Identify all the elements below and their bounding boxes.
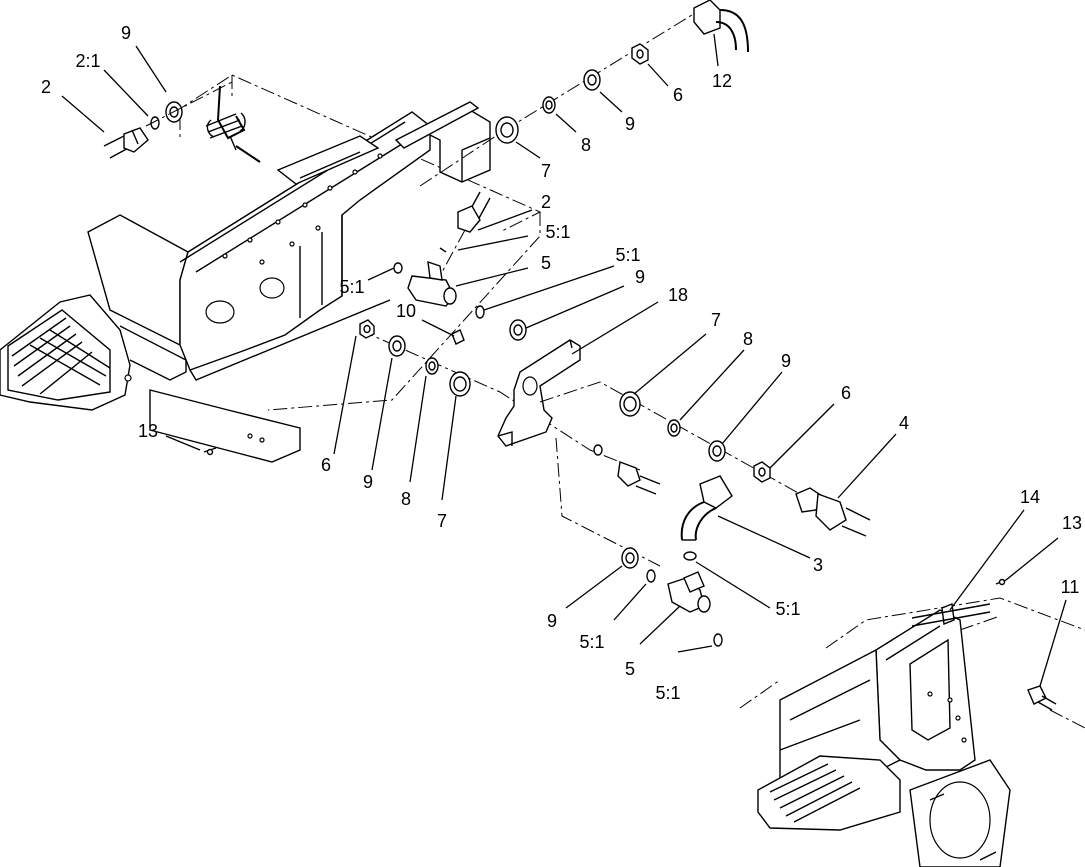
fitting-2-top-left <box>103 127 149 159</box>
callout-4: 4 <box>899 413 909 433</box>
right-frame-assembly <box>739 578 1085 867</box>
leader-lines <box>61 33 1067 687</box>
callout-labels: 2 2:1 9 7 8 9 6 12 2 5:1 5 5:1 5:1 9 10 … <box>41 23 1082 703</box>
callout-5-1-lower-left: 5:1 <box>579 632 604 652</box>
callout-5-1-center-right: 5:1 <box>615 245 640 265</box>
callout-8-top: 8 <box>581 135 591 155</box>
callout-7-top: 7 <box>541 161 551 181</box>
callout-7-left: 7 <box>437 511 447 531</box>
bolt-13-left <box>203 447 217 456</box>
callout-12-top: 12 <box>712 71 732 91</box>
callout-10: 10 <box>396 301 416 321</box>
callout-5-lower: 5 <box>625 659 635 679</box>
callout-14: 14 <box>1020 487 1040 507</box>
callout-5-center: 5 <box>541 253 551 273</box>
callout-13-right: 13 <box>1062 513 1082 533</box>
callout-6-top: 6 <box>673 85 683 105</box>
elbow-3-and-tee-5 <box>555 437 733 647</box>
callout-13-left: 13 <box>138 421 158 441</box>
left-frame-assembly <box>0 74 542 463</box>
callout-5-1-lower-right: 5:1 <box>775 599 800 619</box>
callout-7-right: 7 <box>711 310 721 330</box>
callout-9-lower: 9 <box>547 611 557 631</box>
callout-3: 3 <box>813 555 823 575</box>
callout-9-top-left: 9 <box>121 23 131 43</box>
callout-9-left: 9 <box>363 472 373 492</box>
callout-2-top-left: 2 <box>41 77 51 97</box>
callout-11: 11 <box>1061 577 1080 597</box>
callout-5-1-center-top: 5:1 <box>545 222 570 242</box>
callout-9-center: 9 <box>635 267 645 287</box>
callout-6-right: 6 <box>841 383 851 403</box>
callout-5-1-center-left: 5:1 <box>339 277 364 297</box>
bracket-18-assembly <box>359 319 871 537</box>
callout-8-right: 8 <box>743 329 753 349</box>
pedal-spring-assembly <box>205 85 261 163</box>
center-hose-2-5 <box>393 191 527 341</box>
callout-8-left: 8 <box>401 489 411 509</box>
top-right-fitting-stack <box>419 0 749 187</box>
callout-18: 18 <box>668 285 688 305</box>
callout-2-center: 2 <box>541 192 551 212</box>
callout-6-left: 6 <box>321 455 331 475</box>
callout-9-top: 9 <box>625 114 635 134</box>
callout-9-right: 9 <box>781 351 791 371</box>
callout-5-1-bottom: 5:1 <box>655 683 680 703</box>
callout-2-1-top-left: 2:1 <box>75 51 100 71</box>
